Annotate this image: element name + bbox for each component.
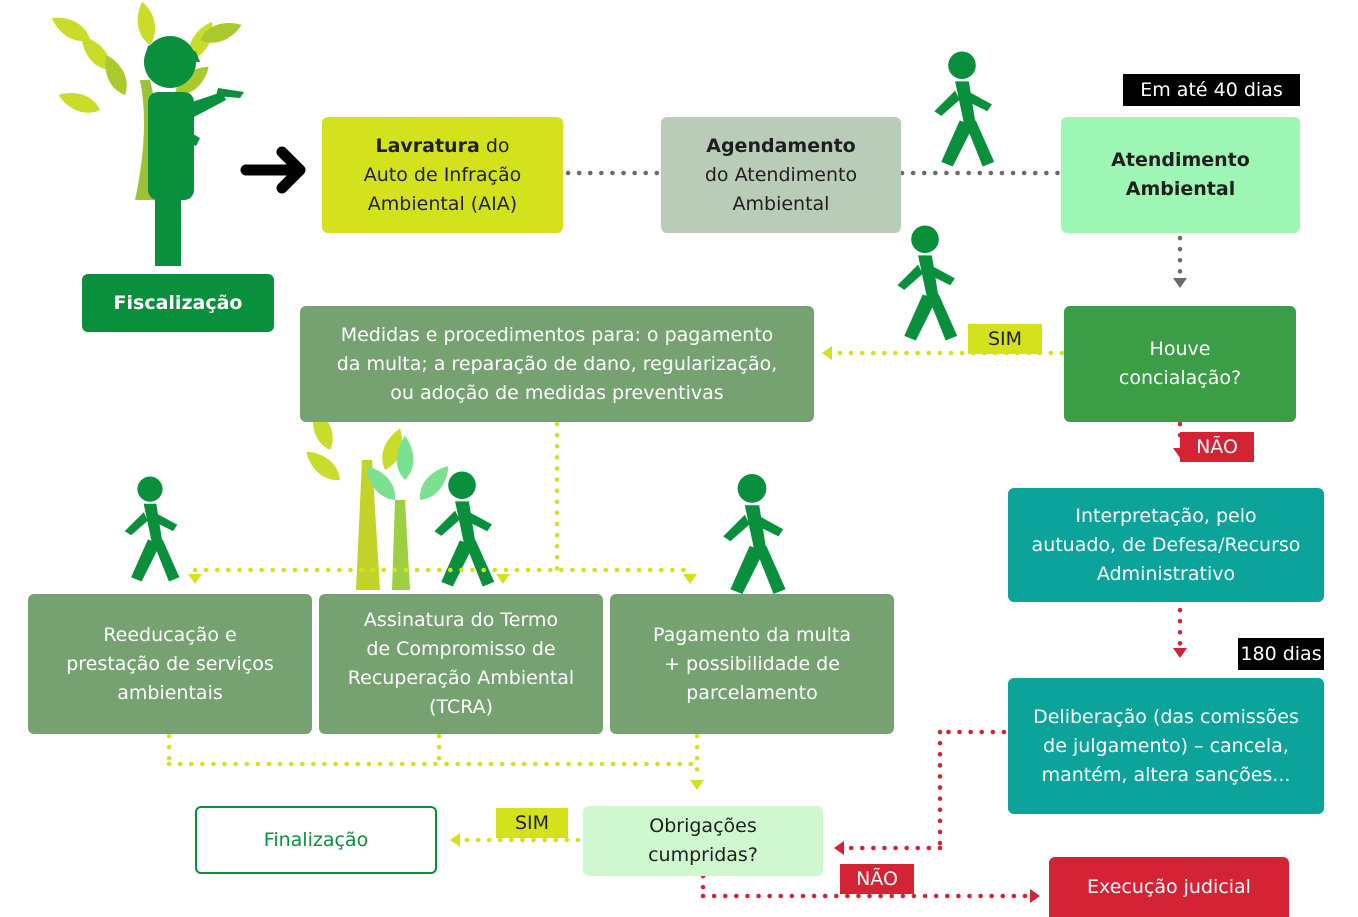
sim-tag: SIM xyxy=(496,808,568,838)
tcra-box: Assinatura do Termo de Compromisso de Re… xyxy=(319,594,603,734)
arrowhead xyxy=(834,841,844,855)
fiscalizacao-box: Fiscalização xyxy=(82,274,274,332)
atendimento-box: Atendimento Ambiental xyxy=(1061,117,1300,233)
medidas-box: Medidas e procedimentos para: o pagament… xyxy=(300,306,814,422)
interpretacao-box: Interpretação, pelo autuado, de Defesa/R… xyxy=(1008,488,1324,602)
arrowhead xyxy=(690,780,704,790)
deliberacao-box: Deliberação (das comissões de julgamento… xyxy=(1008,678,1324,814)
arrowhead xyxy=(450,833,460,847)
arrowhead xyxy=(188,574,202,584)
arrow-right-icon xyxy=(240,146,306,194)
lavratura-box: Lavratura do Auto de Infração Ambiental … xyxy=(322,117,563,233)
walking-person-icon xyxy=(934,51,995,167)
nao-tag: NÃO xyxy=(1180,432,1254,462)
walking-person-icon xyxy=(124,476,180,582)
walking-person-icon xyxy=(723,474,786,594)
180-dias-tag: 180 dias xyxy=(1238,638,1324,670)
arrowhead xyxy=(683,574,697,584)
arrowhead xyxy=(822,346,832,360)
nao-tag: NÃO xyxy=(840,864,914,894)
houve-conciliacao-box: Houve concialação? xyxy=(1064,306,1296,422)
reeducacao-box: Reeducação e prestação de serviços ambie… xyxy=(28,594,312,734)
arrowhead xyxy=(1173,648,1187,658)
tree-icon xyxy=(300,376,455,590)
sim-tag: SIM xyxy=(968,324,1042,354)
arrowhead xyxy=(496,574,510,584)
obrigacoes-box: Obrigações cumpridas? xyxy=(583,806,823,876)
finalizacao-box: Finalização xyxy=(195,806,437,874)
em-ate-40-dias-tag: Em até 40 dias xyxy=(1123,74,1300,106)
agendamento-box: Agendamento do Atendimento Ambiental xyxy=(661,117,901,233)
execucao-judicial-box: Execução judicial xyxy=(1049,857,1289,917)
arrowhead xyxy=(1030,889,1040,903)
walking-person-icon xyxy=(897,225,958,341)
pagamento-box: Pagamento da multa + possibilidade de pa… xyxy=(610,594,894,734)
inspector-icon xyxy=(144,36,244,266)
arrowhead xyxy=(1173,278,1187,288)
